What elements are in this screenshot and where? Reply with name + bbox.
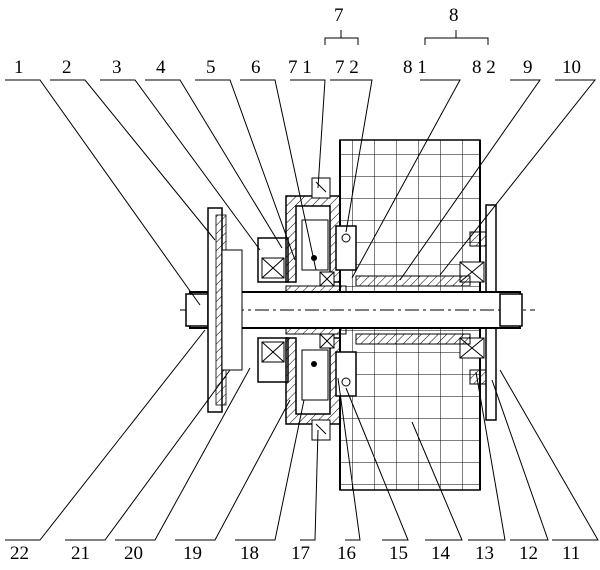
callout-bottom-21: 21	[71, 543, 90, 564]
callout-bottom-20: 20	[124, 543, 143, 564]
callout-top-10: 10	[562, 57, 581, 78]
callout-bottom-14: 14	[431, 543, 450, 564]
group-label-7: 7	[334, 5, 344, 26]
shaft	[180, 285, 535, 335]
callout-bottom-13: 13	[475, 543, 494, 564]
callout-top-4: 4	[156, 57, 166, 78]
callout-top-6: 6	[251, 57, 261, 78]
group-label-8: 8	[449, 5, 459, 26]
callout-bottom-11: 11	[562, 543, 581, 564]
leader-lines	[5, 30, 599, 541]
callout-top-1: 1	[14, 57, 24, 78]
gear-housing	[285, 177, 471, 441]
callout-top-7-1: 7 1	[288, 57, 312, 78]
callout-top-9: 9	[523, 57, 533, 78]
callout-bottom-19: 19	[183, 543, 202, 564]
drum-body	[339, 139, 481, 491]
left-bearing	[257, 237, 289, 383]
callout-bottom-16: 16	[337, 543, 356, 564]
left-flange	[207, 207, 243, 413]
callout-top-8-1: 8 1	[403, 57, 427, 78]
callout-bottom-15: 15	[389, 543, 408, 564]
callout-top-3: 3	[112, 57, 122, 78]
callout-bottom-17: 17	[291, 543, 310, 564]
callout-top-8-2: 8 2	[472, 57, 496, 78]
callout-bottom-22: 22	[10, 543, 29, 564]
callout-bottom-12: 12	[519, 543, 538, 564]
callout-top-7-2: 7 2	[335, 57, 359, 78]
callout-bottom-18: 18	[240, 543, 259, 564]
callout-top-2: 2	[62, 57, 72, 78]
callout-top-5: 5	[206, 57, 216, 78]
